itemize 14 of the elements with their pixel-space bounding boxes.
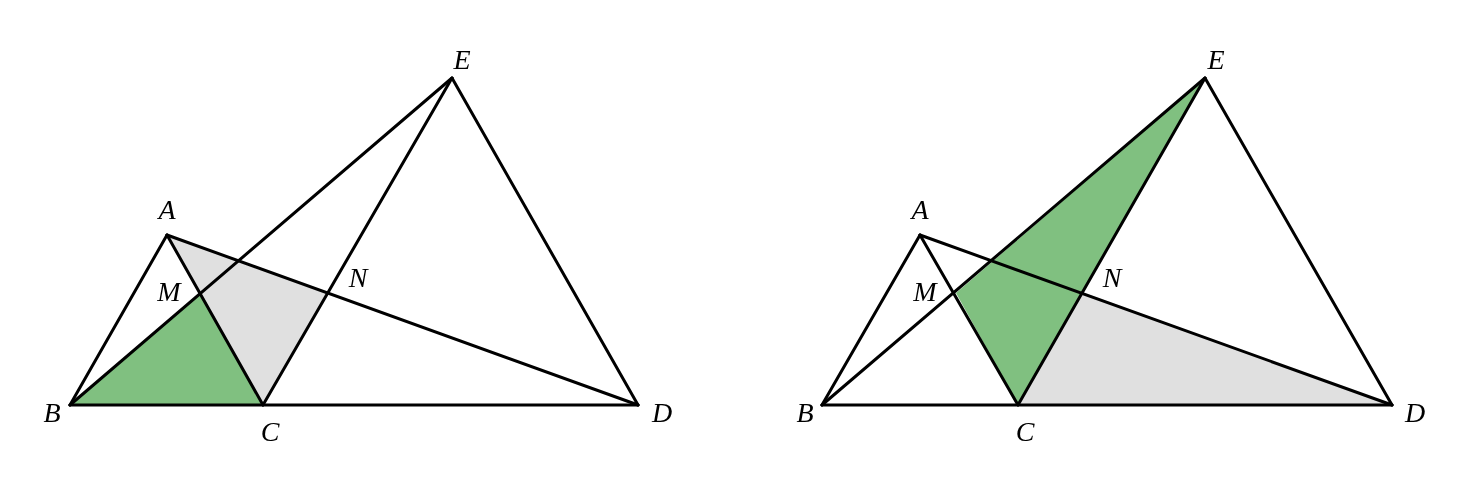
point-label: A: [911, 196, 929, 224]
point-label: B: [796, 399, 814, 427]
point-label: E: [453, 46, 471, 74]
point-label: B: [43, 399, 61, 427]
point-label: N: [1102, 264, 1122, 292]
point-label: A: [158, 196, 176, 224]
point-label: C: [260, 418, 280, 446]
point-label: D: [651, 399, 673, 427]
point-label: D: [1404, 399, 1426, 427]
point-label: N: [348, 264, 368, 292]
point-label: M: [913, 278, 937, 306]
point-label: C: [1015, 418, 1035, 446]
point-label: M: [157, 278, 181, 306]
point-label: E: [1207, 46, 1225, 74]
